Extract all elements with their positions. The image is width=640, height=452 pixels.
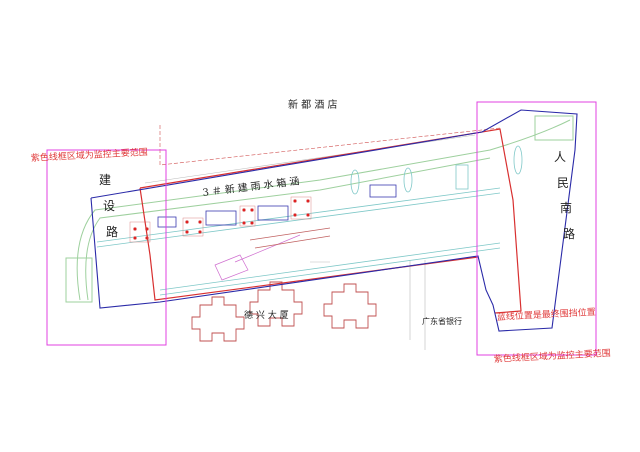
jianshe-road-char-3: 路 xyxy=(106,224,118,239)
red-boundary-line xyxy=(139,128,522,314)
green-curb-lines xyxy=(65,115,574,303)
blue-hoarding-line xyxy=(90,109,578,332)
renmin-road-char-1: 人 xyxy=(554,150,566,164)
renmin-road-char-3: 南 xyxy=(560,200,572,215)
renmin-road-char-2: 民 xyxy=(557,176,569,190)
monitor-area-right xyxy=(476,101,597,356)
monitor-note-left: 紫色线框区域为监控主要范围 xyxy=(31,146,148,164)
monitor-note-right: 紫色线框区域为监控主要范围 xyxy=(494,347,611,365)
pile-rows xyxy=(96,145,523,296)
box-culvert-label: 3＃新建雨水箱涵 xyxy=(202,174,303,199)
work-areas xyxy=(157,184,397,228)
monitor-area-left xyxy=(46,149,167,346)
dexing-building-label: 德 兴 大 厦 xyxy=(244,309,289,321)
equipment-sketch xyxy=(214,227,331,281)
hotel-label: 新 都 酒 店 xyxy=(288,98,338,111)
jianshe-road-char-2: 设 xyxy=(103,199,115,213)
jianshe-road-char-1: 建 xyxy=(99,173,111,187)
blue-line-note: 蓝线位置是最终围挡位置 xyxy=(497,306,597,323)
renmin-road-char-4: 路 xyxy=(563,226,575,241)
guangdong-bank-label: 广东省银行 xyxy=(422,316,462,326)
